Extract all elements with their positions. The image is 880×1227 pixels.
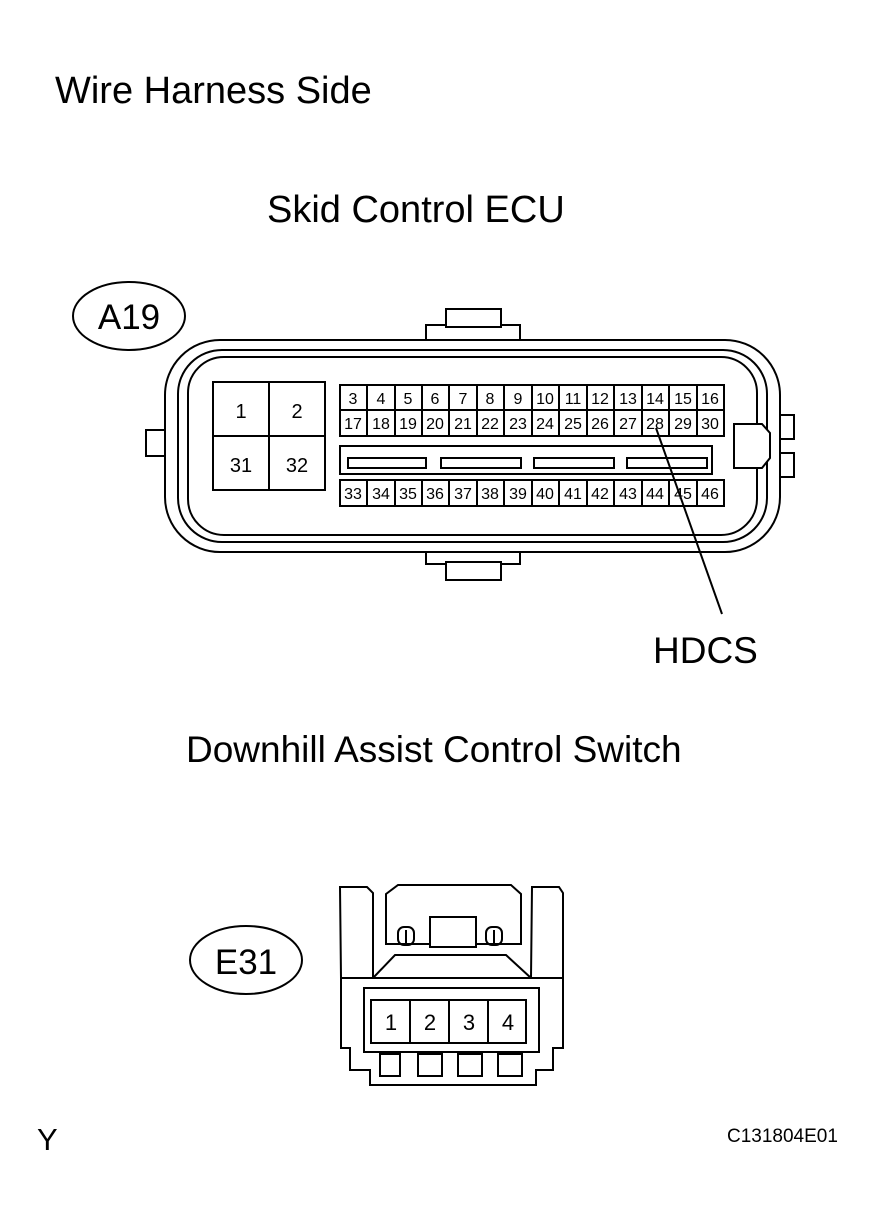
pin-label: 42 [591,486,609,503]
page-title: Wire Harness Side [55,70,372,112]
pin-label: 13 [619,391,637,408]
large-pin-block [212,381,326,491]
ecu-connector-body [145,308,795,581]
pin-label: 8 [486,391,495,408]
pin-label: 25 [564,416,582,433]
hdcs-leader-line [655,427,723,615]
pin-label: 22 [481,416,499,433]
e31-code-ellipse [189,925,303,995]
pin-label: 19 [399,416,417,433]
switch-connector-body [338,884,564,1086]
pin-label: 9 [514,391,523,408]
a19-code: A19 [98,298,160,337]
pin-grid-rows-1-2 [339,384,725,437]
pin-label: 46 [701,486,719,503]
pin-label: 16 [701,391,719,408]
pin-grid-row-3 [339,479,725,507]
pin-label: 11 [565,391,582,408]
pin-label: 1 [235,401,246,423]
pin-row-1-labels: 3 4 5 6 7 8 9 10 11 12 13 14 15 16 [349,391,719,408]
corner-mark: Y [37,1122,58,1157]
pin-label: 35 [399,486,417,503]
pin-label: 17 [344,416,362,433]
pin-label: 45 [674,486,692,503]
a19-code-ellipse [72,281,186,351]
pin-label: 7 [459,391,468,408]
pin-label: 6 [431,391,440,408]
figure-id: C131804E01 [727,1126,838,1147]
pin-label: 12 [591,391,609,408]
pin-label: 14 [646,391,664,408]
pin-label: 30 [701,416,719,433]
pin-label: 36 [426,486,444,503]
pin-label: 21 [454,416,472,433]
pin-label: 3 [349,391,358,408]
pin-label: 44 [646,486,664,503]
pin-label: 4 [377,391,386,408]
pin-label: 24 [536,416,554,433]
pin-row-2-labels: 17 18 19 20 21 22 23 24 25 26 27 28 29 3… [344,416,719,433]
pin-label: 43 [619,486,637,503]
pin-label: 2 [291,401,302,423]
pin-label: 39 [509,486,527,503]
pin-label: 23 [509,416,527,433]
pin-label: 10 [536,391,554,408]
pin-label: 33 [344,486,362,503]
pin-label: 1 [385,1010,397,1035]
hdcs-callout-label: HDCS [653,630,758,671]
pin-label: 37 [454,486,472,503]
pin-label: 28 [646,416,664,433]
switch-pin-labels: 1 2 3 4 [385,1010,514,1035]
switch-pin-grid [370,999,527,1044]
pin-label: 15 [674,391,692,408]
switch-title: Downhill Assist Control Switch [186,729,682,770]
pin-label: 32 [286,455,308,477]
pin-label: 27 [619,416,637,433]
e31-code: E31 [215,943,277,982]
pin-label: 31 [230,455,252,477]
pin-label: 3 [463,1010,475,1035]
ecu-title: Skid Control ECU [267,189,565,231]
pin-row-3-labels: 33 34 35 36 37 38 39 40 41 42 43 44 45 4… [344,486,719,503]
pin-label: 40 [536,486,554,503]
pin-label: 34 [372,486,390,503]
pin-label: 4 [502,1010,514,1035]
pin-label: 18 [372,416,390,433]
pin-label: 29 [674,416,692,433]
pin-label: 20 [426,416,444,433]
pin-label: 38 [481,486,499,503]
pin-label: 2 [424,1010,436,1035]
pin-label: 26 [591,416,609,433]
pin-label: 5 [404,391,413,408]
pin-label: 41 [564,486,582,503]
